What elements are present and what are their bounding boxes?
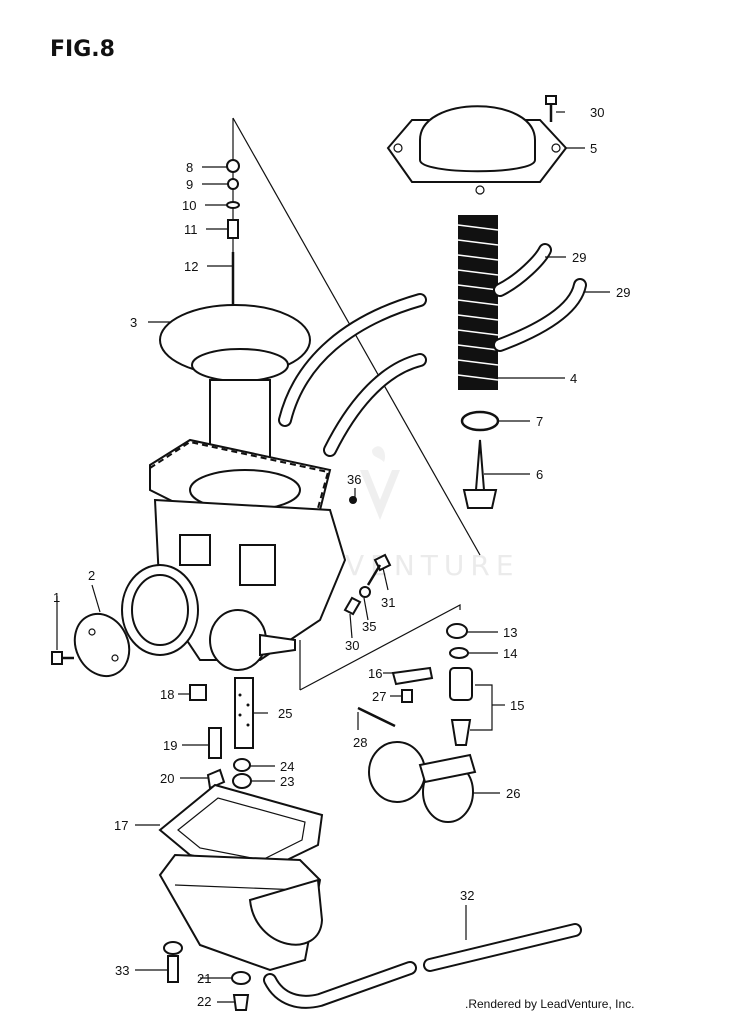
callout-20: 20	[160, 771, 174, 786]
drain-hose	[263, 923, 582, 1009]
callout-8: 8	[186, 160, 193, 175]
piston-spring	[457, 215, 499, 390]
callout-25: 25	[278, 706, 292, 721]
callout-1: 1	[53, 590, 60, 605]
callout-36: 36	[347, 472, 361, 487]
vent-hoses	[278, 243, 587, 457]
callout-26: 26	[506, 786, 520, 801]
jet-needle-parts	[189, 677, 254, 790]
figure-title: FIG.8	[50, 37, 115, 62]
throttle-stop-screw	[343, 553, 392, 616]
callout-14: 14	[503, 646, 517, 661]
callout-28: 28	[353, 735, 367, 750]
callout-34: 33	[115, 963, 129, 978]
render-credit: .Rendered by LeadVenture, Inc.	[465, 997, 634, 1011]
callout-9: 9	[186, 177, 193, 192]
callout-21: 21	[197, 971, 211, 986]
callout-2: 2	[88, 568, 95, 583]
callout-5: 5	[590, 141, 597, 156]
callout-17: 17	[114, 818, 128, 833]
jet-needle	[462, 439, 498, 509]
watermark-logo: VENTURE	[345, 446, 520, 582]
callout-labels: 30 5 3 4 7 6 8 9 10 11 12 29 29 13 14 15…	[53, 105, 630, 1009]
callout-12: 12	[184, 259, 198, 274]
callout-33: 32	[460, 888, 474, 903]
body-gasket	[149, 440, 330, 509]
callout-29-upper: 29	[572, 250, 586, 265]
callout-16: 16	[368, 666, 382, 681]
callout-10: 10	[182, 198, 196, 213]
callout-15: 15	[510, 698, 524, 713]
callout-3: 3	[130, 315, 137, 330]
callout-29-lower: 29	[616, 285, 630, 300]
callout-13: 13	[503, 625, 517, 640]
callout-4: 4	[570, 371, 577, 386]
carburetor-top-cover	[386, 105, 568, 195]
callout-24: 24	[280, 759, 294, 774]
callout-18: 18	[160, 687, 174, 702]
small-plug	[349, 496, 357, 504]
circlip	[460, 410, 500, 432]
callout-23: 23	[280, 774, 294, 789]
main-jet-set	[446, 623, 473, 746]
cover-screw	[545, 95, 557, 122]
callout-35: 35	[362, 619, 376, 634]
float-pin-set	[357, 666, 434, 728]
callout-22: 22	[197, 994, 211, 1009]
float-bowl	[158, 853, 324, 972]
float	[368, 741, 477, 823]
callout-7: 7	[536, 414, 543, 429]
drain-screw-set	[163, 941, 251, 1011]
diaphragm-piston	[159, 304, 311, 473]
cover-plate-screw	[51, 651, 74, 665]
callout-30: 30	[590, 105, 604, 120]
callout-leaders	[56, 111, 610, 1003]
callout-6: 6	[536, 467, 543, 482]
callout-32: 31	[381, 595, 395, 610]
side-cover-plate	[73, 612, 131, 678]
callout-27: 27	[372, 689, 386, 704]
callout-19: 19	[163, 738, 177, 753]
watermark-text: VENTURE	[345, 549, 520, 582]
carburetor-body	[121, 438, 347, 671]
callout-31: 30	[345, 638, 359, 653]
callout-11: 11	[184, 222, 198, 237]
